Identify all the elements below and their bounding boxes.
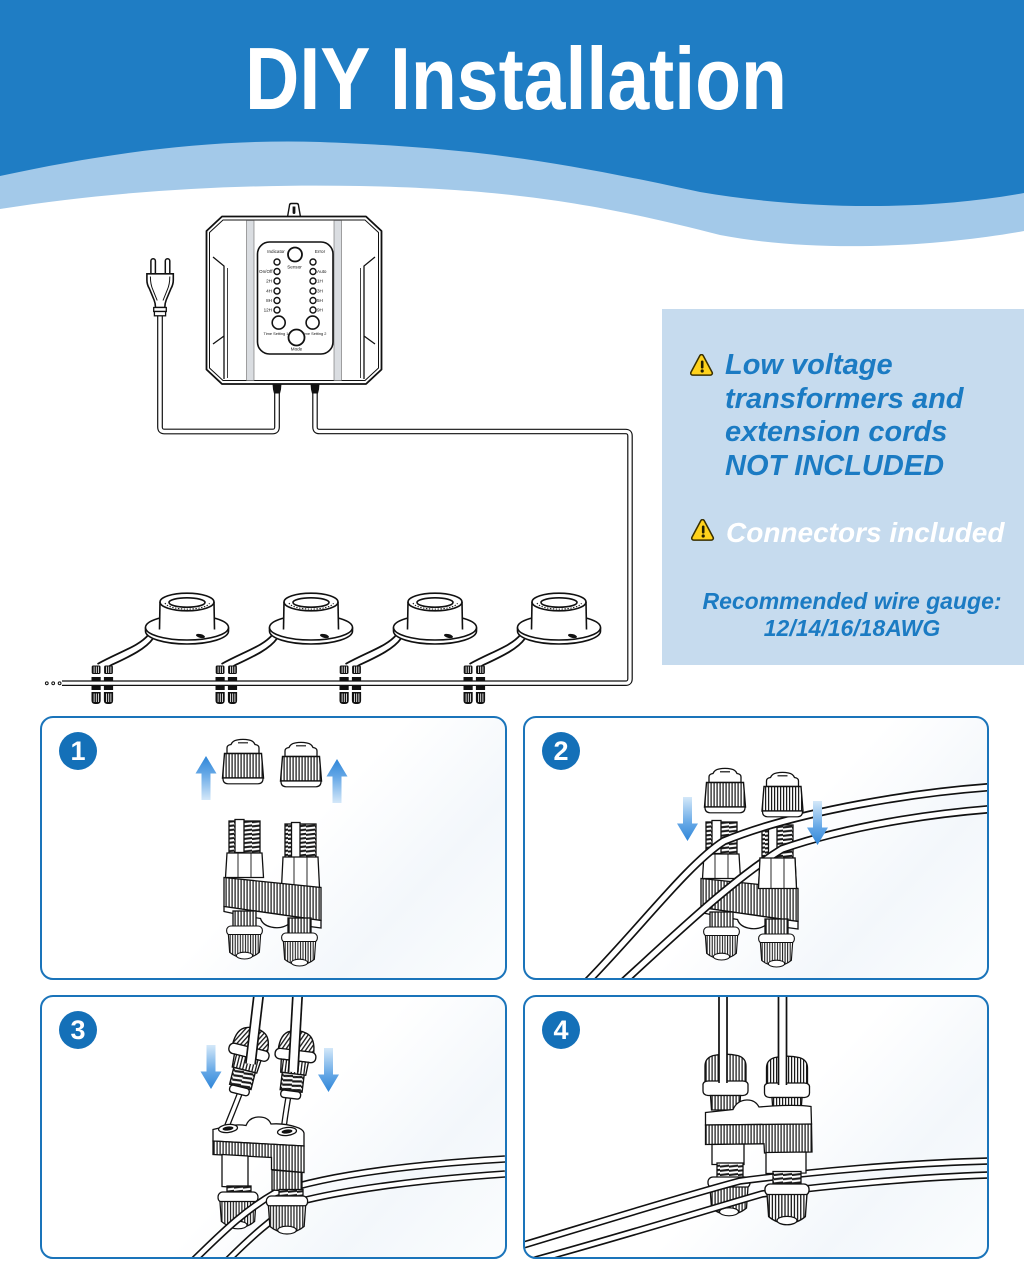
svg-text:Error: Error bbox=[315, 249, 326, 254]
svg-text:Auto: Auto bbox=[317, 269, 327, 274]
svg-text:On/Off: On/Off bbox=[259, 269, 273, 274]
svg-text:5H: 5H bbox=[317, 298, 323, 303]
svg-text:Indicator: Indicator bbox=[267, 249, 285, 254]
svg-text:Time Setting 2: Time Setting 2 bbox=[302, 331, 327, 336]
svg-text:12H: 12H bbox=[264, 308, 272, 313]
svg-text:Mode: Mode bbox=[291, 347, 303, 352]
svg-text:DIY Installation: DIY Installation bbox=[245, 29, 787, 128]
svg-text:Time Setting 1: Time Setting 1 bbox=[264, 331, 289, 336]
svg-text:3H: 3H bbox=[317, 289, 323, 294]
svg-text:4H: 4H bbox=[266, 289, 272, 294]
svg-text:1H: 1H bbox=[317, 279, 323, 284]
svg-text:2H: 2H bbox=[266, 279, 272, 284]
svg-text:8H: 8H bbox=[266, 298, 272, 303]
svg-text:Sensor: Sensor bbox=[287, 265, 302, 270]
svg-text:9H: 9H bbox=[317, 308, 323, 313]
